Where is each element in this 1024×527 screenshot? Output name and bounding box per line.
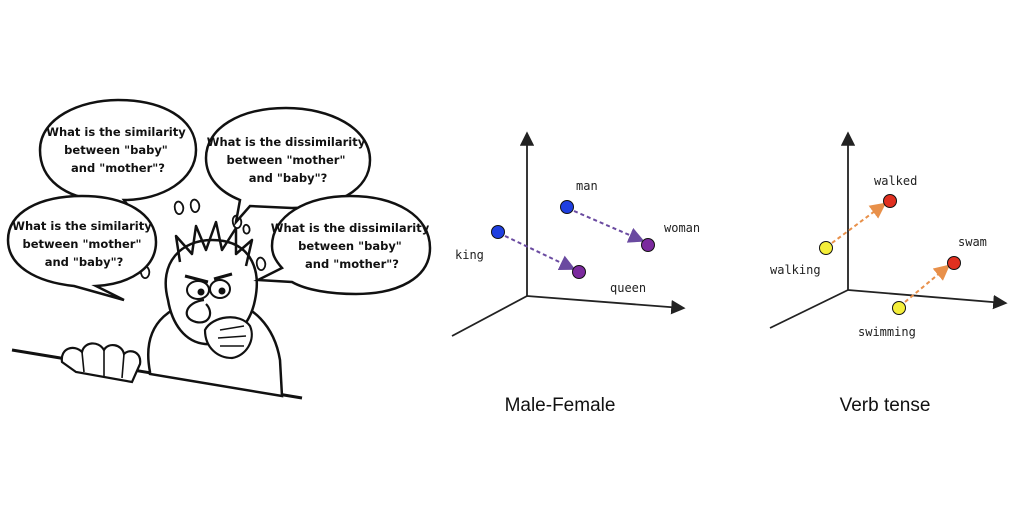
cartoon-hand-desk [60,342,142,384]
vt-point-swam [947,256,961,270]
mf-axis-depth [451,295,528,337]
bubble-1-line-1: What is the similarity [46,125,186,139]
mf-axis-horizontal [526,295,686,315]
bubble-3-line-2: between "mother" [23,237,142,251]
mf-arrow-king-queen [504,235,576,271]
bubble-3-line-3: and "baby"? [45,255,124,269]
bubble-3-line-1: What is the similarity [12,219,152,233]
mf-label-king: king [455,248,484,262]
mf-point-man [560,200,574,214]
mf-label-man: man [576,179,598,193]
diagram-verb-tense: walked walking swam swimming Verb tense [769,131,1008,416]
bubble-4-line-2: between "baby" [298,239,402,253]
vt-label-swam: swam [958,235,987,249]
bubble-1-line-2: between "baby" [64,143,168,157]
vt-label-walking: walking [770,263,821,277]
vt-arrow-walking-walked [831,202,887,244]
svg-text:What is the similarity: What is the similarity between "baby" an… [46,125,189,175]
cartoon-illustration: What is the similarity between "baby" an… [6,98,433,400]
cartoon-hair [174,220,254,267]
mf-point-king [491,225,505,239]
vt-axis-depth [769,289,849,329]
vt-caption: Verb tense [840,395,931,416]
vt-point-swimming [892,301,906,315]
vt-label-swimming: swimming [858,325,916,339]
vt-axis-horizontal [847,289,1008,310]
mf-arrow-man-woman [573,210,645,243]
bubble-4-line-3: and "mother"? [305,257,399,271]
svg-text:What is the dissimilarity: What is the dissimilarity between "mothe… [207,135,369,185]
vt-arrow-swimming-swam [904,264,951,303]
bubble-4-line-1: What is the dissimilarity [271,221,430,235]
bubble-1-line-3: and "mother"? [71,161,165,175]
vt-label-walked: walked [874,174,917,188]
mf-point-queen [572,265,586,279]
speech-bubble-1: What is the similarity between "baby" an… [38,98,198,224]
speech-bubble-3: What is the similarity between "mother" … [6,194,158,302]
speech-bubble-4: What is the dissimilarity between "baby"… [253,194,433,296]
cartoon-eye-left [186,280,210,300]
mf-point-woman [641,238,655,252]
svg-text:What is the dissimilarity: What is the dissimilarity between "baby"… [271,221,433,271]
bubble-2-line-1: What is the dissimilarity [207,135,366,149]
diagram-male-female: man woman king queen Male-Female [451,131,700,416]
mf-label-queen: queen [610,281,646,295]
speech-bubble-2: What is the dissimilarity between "mothe… [204,106,372,227]
mf-caption: Male-Female [505,395,616,416]
cartoon-nose [185,298,212,324]
svg-text:What is the similarity: What is the similarity between "mother" … [12,219,155,269]
vt-point-walked [883,194,897,208]
bubble-2-line-3: and "baby"? [249,171,328,185]
mf-label-woman: woman [664,221,700,235]
vt-point-walking [819,241,833,255]
bubble-2-line-2: between "mother" [227,153,346,167]
